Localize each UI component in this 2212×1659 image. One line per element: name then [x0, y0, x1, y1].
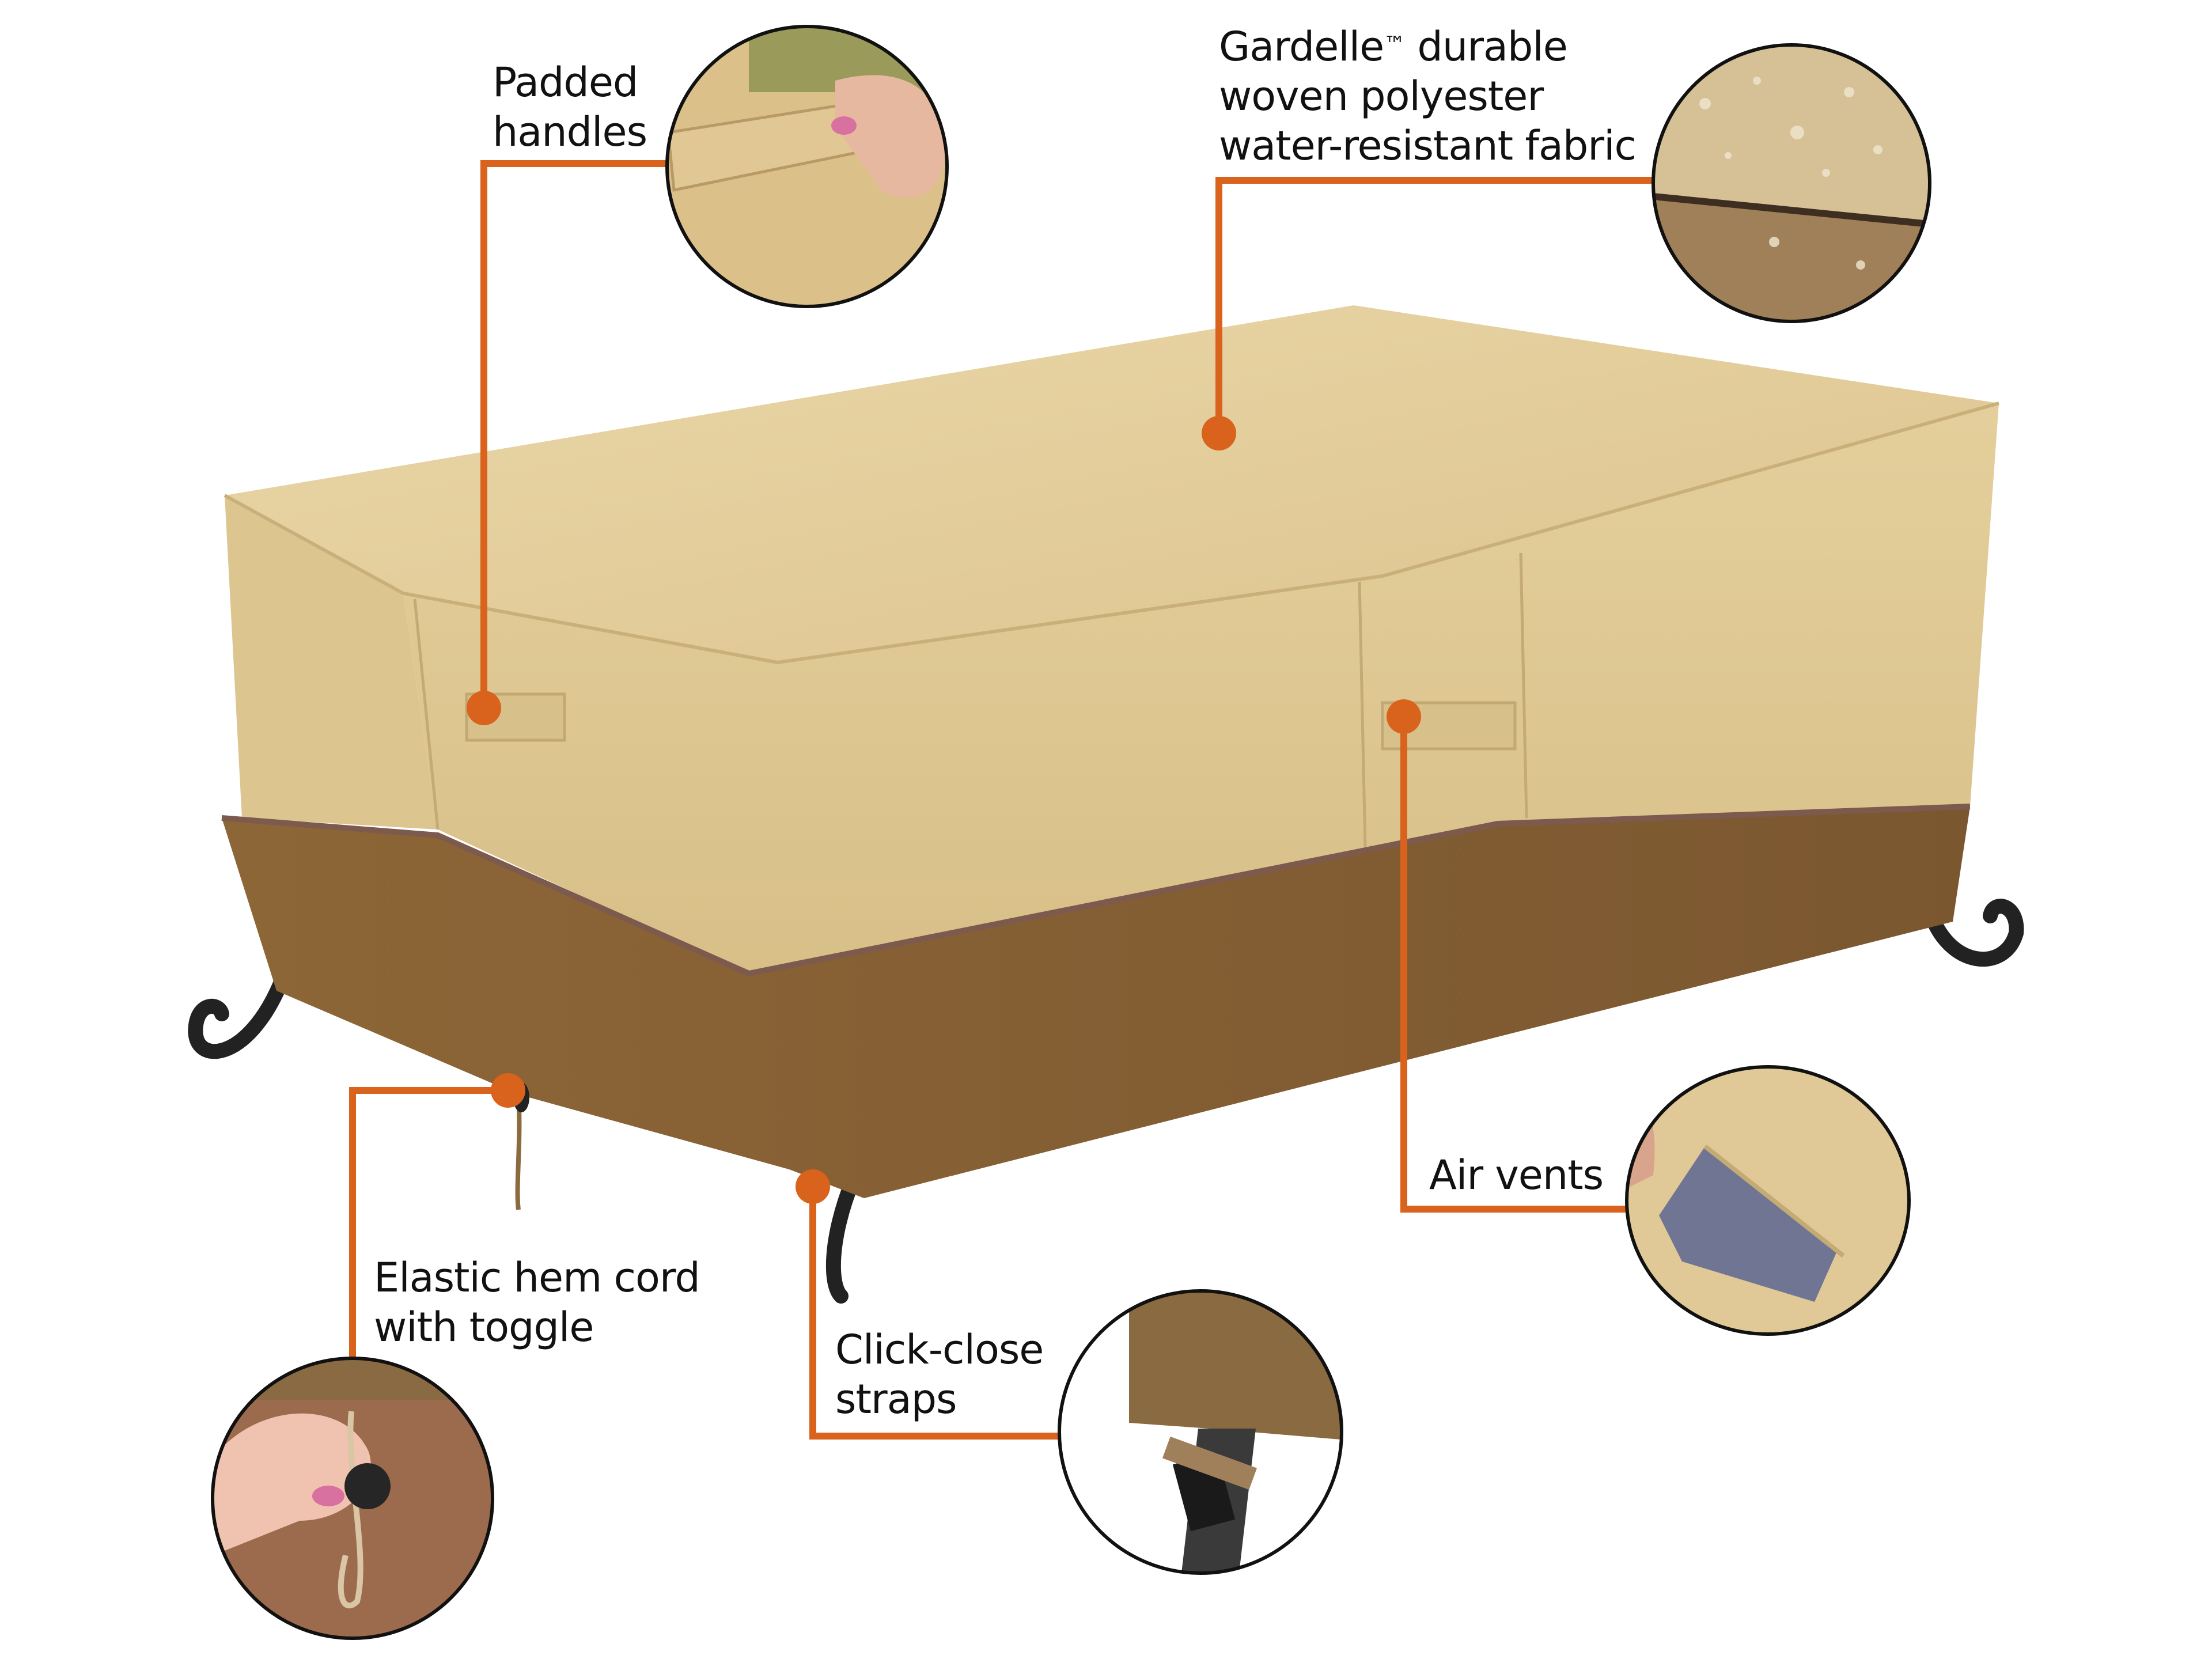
label-air-vents: Air vents — [1429, 1150, 1604, 1200]
label-line: Gardelle™ durable — [1219, 22, 1636, 71]
detail-photo-fabric — [1652, 43, 1931, 323]
label-line: with toggle — [374, 1304, 594, 1351]
detail-photo-padded-handles — [665, 25, 949, 308]
label-line: straps — [835, 1376, 957, 1423]
hem-cord — [515, 1094, 522, 1210]
callout-dots — [467, 416, 1421, 1204]
callout-lines — [349, 160, 1659, 1440]
dot-click-close — [796, 1169, 830, 1204]
brand-name: Gardelle — [1219, 23, 1384, 70]
detail-photo-click-close — [1058, 1289, 1343, 1575]
line-elastic-hem — [349, 1087, 508, 1369]
label-line: Click-close — [835, 1326, 1044, 1373]
detail-photo-air-vents — [1625, 1065, 1911, 1336]
table-cover — [221, 305, 1999, 1210]
label-elastic-hem: Elastic hem cord with toggle — [374, 1253, 700, 1352]
dot-fabric — [1202, 416, 1236, 450]
line-air-vents — [1400, 717, 1630, 1213]
label-padded-handles: Padded handles — [493, 58, 647, 157]
leg-left — [188, 972, 290, 1059]
label-fabric: Gardelle™ durable woven polyester water-… — [1219, 22, 1637, 171]
label-line: water-resistant fabric — [1219, 122, 1637, 169]
label-line: handles — [493, 108, 647, 156]
trademark-symbol: ™ — [1384, 32, 1406, 57]
label-click-close: Click-close straps — [835, 1325, 1044, 1424]
dot-air-vents — [1387, 699, 1421, 734]
detail-photo-elastic-hem — [211, 1357, 494, 1640]
table-legs — [188, 899, 2024, 1304]
dot-elastic-hem — [491, 1073, 525, 1108]
leg-front — [825, 1173, 860, 1304]
dot-padded-handles — [467, 691, 501, 725]
line-fabric — [1215, 177, 1659, 433]
label-line: Padded — [493, 59, 638, 106]
line-padded-handles — [480, 160, 668, 708]
leg-right — [1922, 899, 2024, 967]
label-suffix: durable — [1405, 23, 1567, 70]
line-click-close — [809, 1187, 1063, 1440]
label-line: Air vents — [1429, 1152, 1604, 1199]
label-line: woven polyester — [1219, 73, 1544, 120]
label-line: Elastic hem cord — [374, 1254, 700, 1301]
